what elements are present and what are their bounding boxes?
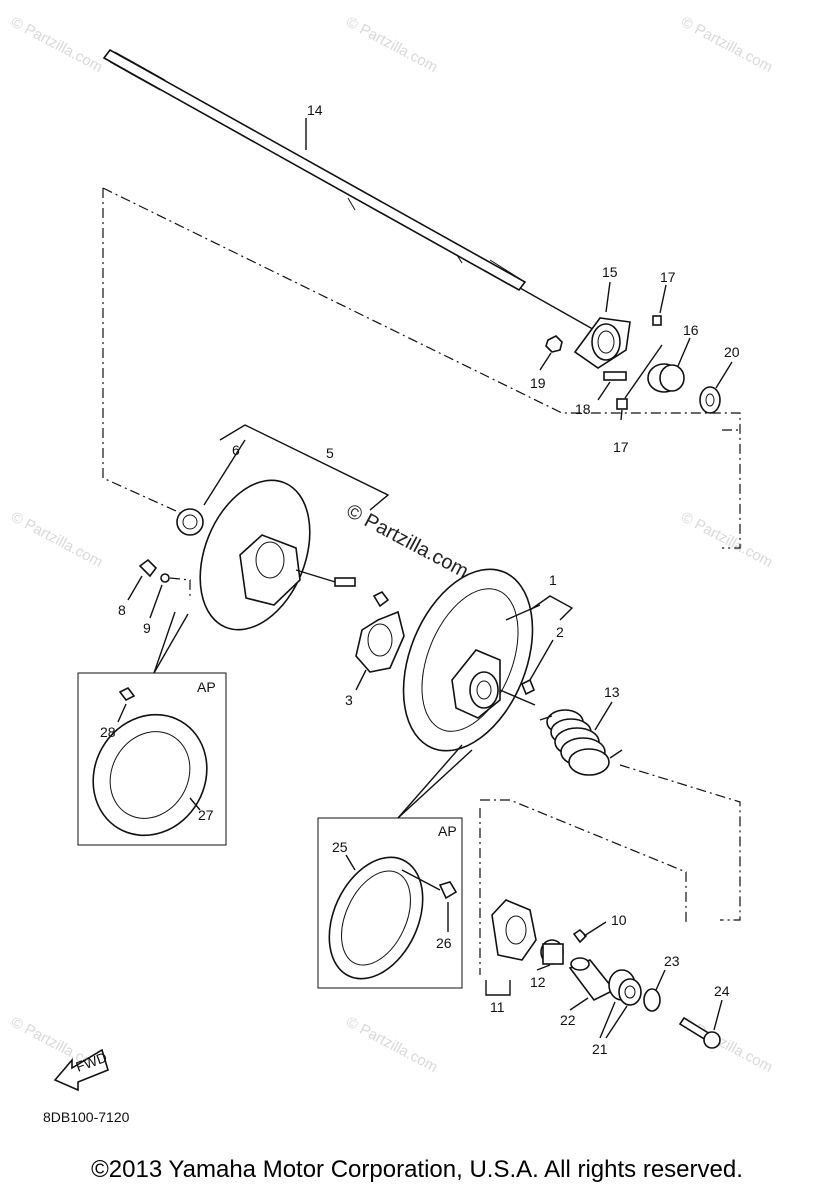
- ap-box-right: AP: [317, 744, 473, 989]
- movable-sheave-part-1: [402, 568, 536, 752]
- callout-3: 3: [345, 692, 353, 708]
- bracket-1: [505, 604, 541, 621]
- assembly-reference-line: [102, 187, 741, 549]
- callout-14: 14: [307, 102, 323, 118]
- callout-17-bottom: 17: [613, 439, 629, 455]
- bearing-parts-16-20: [539, 284, 733, 421]
- callout-19: 19: [530, 375, 546, 391]
- assembly-reference-line: [102, 188, 197, 521]
- callout-13: 13: [604, 684, 620, 700]
- callout-22: 22: [560, 1012, 576, 1028]
- fwd-arrow-icon: FWD: [53, 1048, 109, 1092]
- callout-20: 20: [724, 344, 740, 360]
- ap-tag: AP: [197, 679, 216, 695]
- watermark: © Partzilla.com: [343, 14, 440, 76]
- callout-16: 16: [683, 322, 699, 338]
- callout-10: 10: [611, 912, 627, 928]
- collar-part-6: [176, 508, 204, 536]
- callout-labels: 1 2 3 5 6 8 9 10 11 12 13 14 15 16 17 17…: [100, 102, 740, 1057]
- ap-box-left: AP: [77, 611, 227, 846]
- spring-part-13: [539, 701, 623, 776]
- callout-12: 12: [530, 974, 546, 990]
- assembly-reference-line: [619, 764, 741, 921]
- callout-2: 2: [556, 624, 564, 640]
- center-watermark: © Partzilla.com: [343, 500, 472, 583]
- callout-1: 1: [549, 572, 557, 588]
- callout-28: 28: [100, 724, 116, 740]
- callout-8: 8: [118, 602, 126, 618]
- callout-18: 18: [575, 401, 591, 417]
- callout-26: 26: [436, 935, 452, 951]
- fixed-sheave-part-5: [199, 479, 356, 631]
- watermark: © Partzilla.com: [8, 509, 105, 571]
- bolt-washer-8-9: [127, 558, 191, 619]
- bracket-5: [219, 424, 390, 511]
- watermark: © Partzilla.com: [343, 1014, 440, 1076]
- gasket-part-3: [355, 610, 405, 691]
- callout-9: 9: [143, 620, 151, 636]
- callout-23: 23: [664, 953, 680, 969]
- leader-2: [529, 639, 554, 681]
- bracket-1: [529, 595, 574, 621]
- diagram-code: 8DB100-7120: [43, 1109, 130, 1125]
- bracket-5: [203, 439, 246, 506]
- callout-6: 6: [232, 442, 240, 458]
- callout-21: 21: [592, 1041, 608, 1057]
- callout-5: 5: [326, 445, 334, 461]
- callout-27: 27: [198, 807, 214, 823]
- watermark: © Partzilla.com: [678, 509, 775, 571]
- screw: [520, 678, 536, 696]
- callout-25: 25: [332, 839, 348, 855]
- shaft-part-14: [102, 48, 599, 333]
- copyright-notice: ©2013 Yamaha Motor Corporation, U.S.A. A…: [91, 1156, 743, 1183]
- sleeve-washers-21-24: [568, 957, 723, 1049]
- cam-parts-10-12: [479, 799, 687, 996]
- watermark: © Partzilla.com: [8, 14, 105, 76]
- ap-tag: AP: [438, 823, 457, 839]
- callout-24: 24: [714, 983, 730, 999]
- bearing-housing-part-15: [573, 281, 631, 369]
- watermark: © Partzilla.com: [678, 14, 775, 76]
- callout-11: 11: [490, 999, 505, 1015]
- callout-17-top: 17: [660, 269, 676, 285]
- screw: [372, 590, 390, 608]
- callout-15: 15: [602, 264, 618, 280]
